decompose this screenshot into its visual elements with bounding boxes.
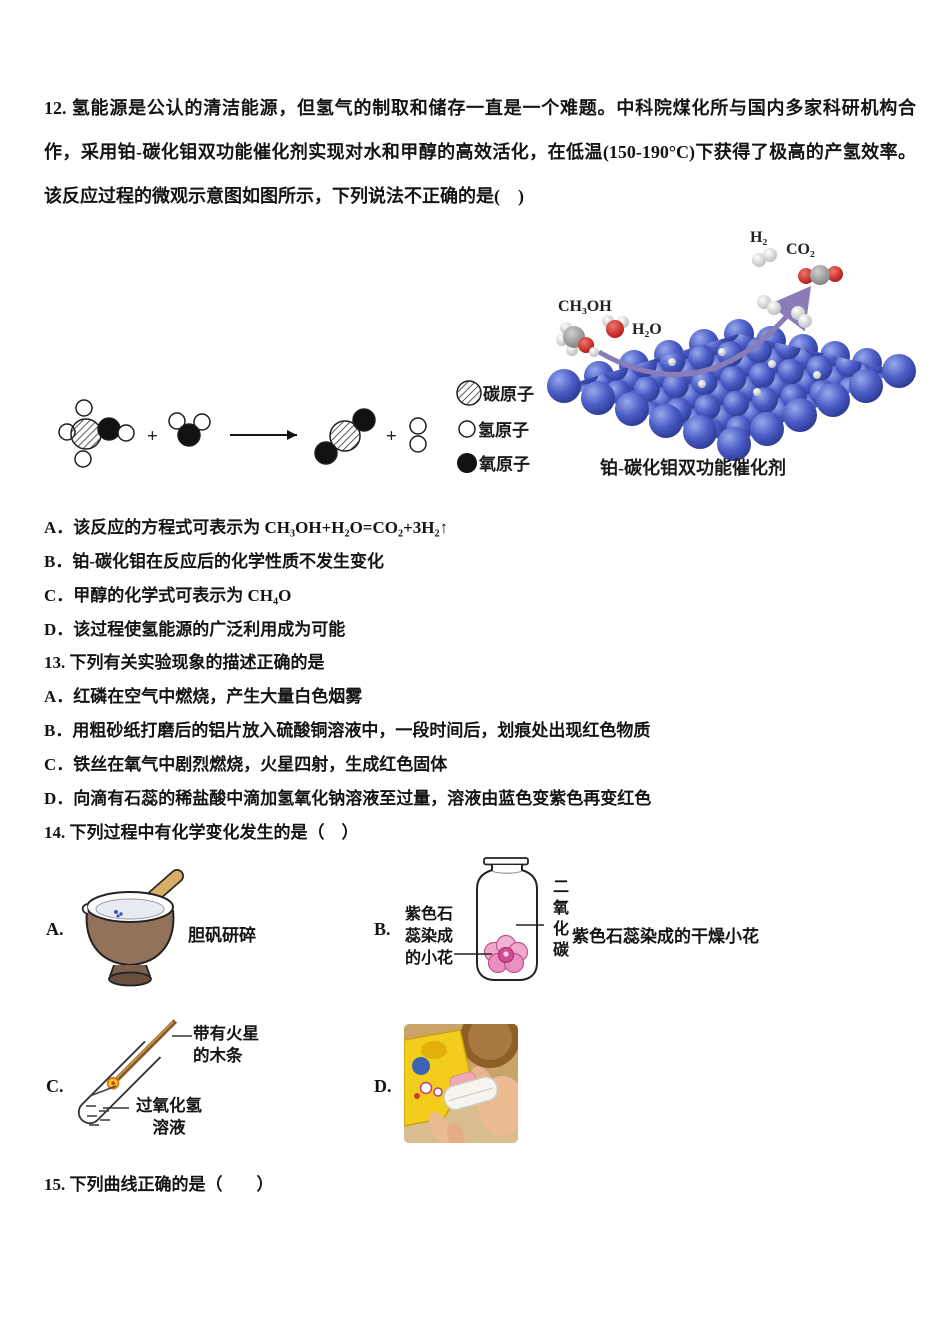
- eq-carbon-dioxide: [314, 408, 376, 465]
- catalyst-caption: 铂-碳化钼双功能催化剂: [600, 457, 786, 478]
- q14-option-d-label: D.: [374, 1076, 392, 1096]
- flower-label: 紫色石蕊染成的小花: [405, 906, 454, 967]
- finger-left-2: [447, 1122, 465, 1143]
- eq-hydrogen: [409, 417, 427, 453]
- option-text: 甲醇的化学式可表示为 CH₄O: [73, 586, 292, 605]
- q13-option-a: A．红磷在空气中燃烧，产生大量白色烟雾: [44, 680, 651, 714]
- methanol-molecule: [556, 322, 599, 357]
- gas-label: 二氧化碳: [550, 878, 567, 962]
- label-h2: H₂: [750, 229, 767, 246]
- atom-legend: 碳原子 氢原子 氧原子: [456, 380, 534, 474]
- test-tube-icon: [77, 1040, 162, 1125]
- wood-splint-icon: [111, 1019, 178, 1085]
- q13-option-d: D．向滴有石蕊的稀盐酸中滴加氢氧化钠溶液至过量，溶液由蓝色变紫色再变红色: [44, 782, 651, 816]
- wood-plate-inner: [468, 1024, 512, 1060]
- catalyst-figure: CH₃OH H₂O H₂ CO₂ 铂-碳化钼双功能催化剂: [547, 229, 916, 478]
- q12-options: A．该反应的方程式可表示为 CH₃OH+H₂O=CO₂+3H₂↑ B．铂-碳化钼…: [44, 511, 448, 647]
- option-label: D．: [44, 789, 74, 808]
- option-text: 铁丝在氧气中剧烈燃烧，火星四射，生成红色固体: [73, 755, 448, 774]
- mortar-bowl-icon: [81, 891, 175, 987]
- plus-sign: +: [386, 426, 397, 447]
- carbon-dioxide-molecule: [798, 265, 843, 285]
- splint-label: 带有火星的木条: [193, 1024, 259, 1065]
- reaction-pathway-arrow-icon: [597, 286, 812, 377]
- bag-sealing-photo: [404, 1024, 518, 1143]
- solution-label: 过氧化氢溶液: [136, 1096, 202, 1137]
- eq-methanol: [58, 399, 135, 468]
- q14-option-c-label: C.: [46, 1076, 64, 1096]
- label-ch3oh: CH₃OH: [558, 298, 612, 315]
- option-text: 该过程使氢能源的广泛利用成为可能: [73, 620, 346, 639]
- option-text: 该反应的方程式可表示为 CH₃OH+H₂O=CO₂+3H₂↑: [73, 518, 449, 537]
- option-label: B．: [44, 721, 73, 740]
- splint-highlight: [113, 1021, 174, 1082]
- q12-stem: 12. 氢能源是公认的清洁能源，但氢气的制取和储存一直是一个难题。中科院煤化所与…: [44, 98, 916, 206]
- particle-equation-figure: + + 碳原子 氢原子 氧原子: [58, 380, 534, 474]
- liquid-dashes: [86, 1085, 117, 1126]
- label-co2: CO₂: [786, 241, 815, 258]
- jar-flower-figure: [454, 857, 544, 981]
- bag-graphic-2: [412, 1057, 430, 1075]
- catalyst-slab-face: [564, 334, 899, 444]
- testtube-splint-figure: [77, 1019, 192, 1126]
- hydrogen-molecules: [752, 248, 812, 328]
- q12-option-d: D．该过程使氢能源的广泛利用成为可能: [44, 613, 448, 647]
- q15-stem: 15. 下列曲线正确的是（ ）: [44, 1175, 274, 1194]
- option-label: B．: [44, 552, 73, 571]
- option-text: 红磷在空气中燃烧，产生大量白色烟雾: [73, 687, 363, 706]
- yields-arrow-icon: [230, 430, 297, 440]
- q12-option-a: A．该反应的方程式可表示为 CH₃OH+H₂O=CO₂+3H₂↑: [44, 511, 448, 545]
- label-h2o: H₂O: [632, 321, 662, 338]
- water-molecule: [602, 315, 629, 338]
- option-label: A．: [44, 518, 74, 537]
- eq-water: [168, 412, 211, 447]
- bag-graphic-1: [421, 1041, 447, 1059]
- option-text: 向滴有石蕊的稀盐酸中滴加氢氧化钠溶液至过量，溶液由蓝色变紫色再变红色: [73, 789, 652, 808]
- q14-option-a-caption: 胆矾研碎: [188, 926, 256, 945]
- option-label: A．: [44, 687, 74, 706]
- q14-option-a-label: A.: [46, 919, 64, 939]
- q13-block: 13. 下列有关实验现象的描述正确的是 A．红磷在空气中燃烧，产生大量白色烟雾 …: [44, 646, 651, 816]
- legend-hydrogen: 氢原子: [478, 420, 529, 440]
- q13-option-c: C．铁丝在氧气中剧烈燃烧，火星四射，生成红色固体: [44, 748, 651, 782]
- bag-graphic-3: [419, 1081, 433, 1095]
- heat-sealer: [443, 1071, 499, 1111]
- q13-stem: 13. 下列有关实验现象的描述正确的是: [44, 653, 325, 672]
- option-label: C．: [44, 586, 74, 605]
- bag-graphic-4: [433, 1087, 443, 1097]
- catalyst-slab-front: [547, 354, 916, 461]
- finger-left: [428, 1112, 452, 1143]
- q12-option-b: B．铂-碳化钼在反应后的化学性质不发生变化: [44, 545, 448, 579]
- q14-option-b-caption: 紫色石蕊染成的干燥小花: [572, 927, 759, 946]
- q14-stem: 14. 下列过程中有化学变化发生的是（ ）: [44, 823, 359, 842]
- option-text: 铂-碳化钼在反应后的化学性质不发生变化: [72, 552, 385, 571]
- option-text: 用粗砂纸打磨后的铝片放入硫酸铜溶液中，一段时间后，划痕处出现红色物质: [72, 721, 651, 740]
- option-label: C．: [44, 755, 74, 774]
- q12-option-c: C．甲醇的化学式可表示为 CH₄O: [44, 579, 448, 613]
- bag-graphic-5: [414, 1093, 420, 1099]
- spark-core: [111, 1081, 115, 1086]
- litmus-flower-icon: [483, 934, 529, 974]
- q14-option-b-label: B.: [374, 919, 391, 939]
- q13-option-b: B．用粗砂纸打磨后的铝片放入硫酸铜溶液中，一段时间后，划痕处出现红色物质: [44, 714, 651, 748]
- adsorbed-hydrogen-atoms: [668, 348, 821, 396]
- option-label: D．: [44, 620, 74, 639]
- mortar-pestle-figure: [81, 869, 184, 987]
- plus-sign: +: [147, 426, 158, 447]
- legend-oxygen: 氧原子: [478, 454, 530, 474]
- legend-carbon: 碳原子: [483, 384, 534, 404]
